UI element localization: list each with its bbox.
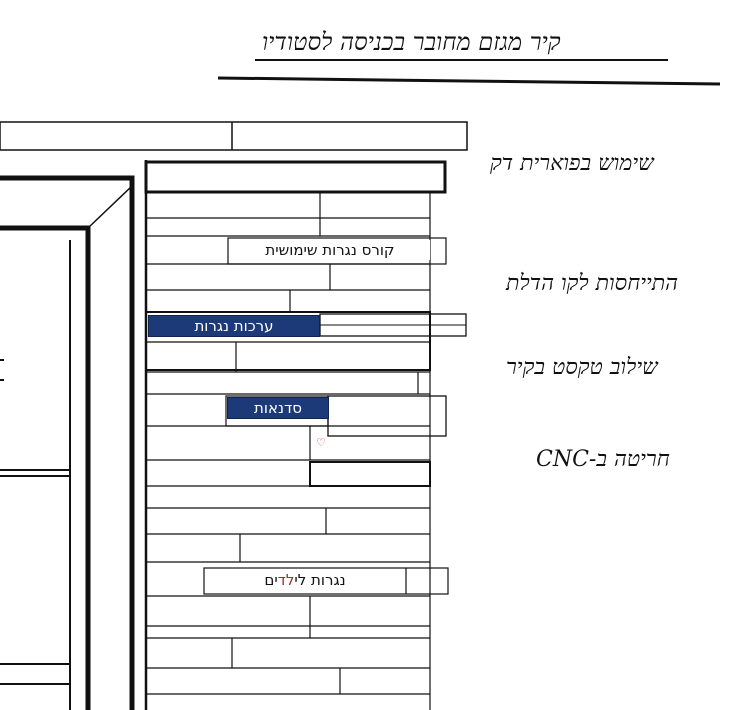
heart-icon: ♡ [316, 436, 326, 449]
wall-label-workshops: סדנאות [227, 397, 329, 419]
kids-text-highlight: לד [277, 571, 295, 589]
note-fine-lines: שימוש בפוארית דק [490, 151, 654, 176]
wall-label-kids: נגרות לילדים [205, 570, 405, 590]
wall-label-kits: ערכות נגרות [148, 315, 320, 337]
page-title: קיר מגזם מחובר בכניסה לסטודיו [262, 28, 561, 56]
kids-text-suffix: ים [264, 571, 278, 589]
wall-label-course: קורס נגרות שימושית [230, 240, 430, 260]
note-door-line: התייחסות לקו הדלת [506, 271, 679, 296]
note-text-in-wall: שילוב טקסט בקיר [506, 355, 658, 380]
kids-text-prefix: נגרות לי [294, 571, 346, 589]
note-cnc-engraving: חריטה ב-CNC [536, 447, 670, 472]
